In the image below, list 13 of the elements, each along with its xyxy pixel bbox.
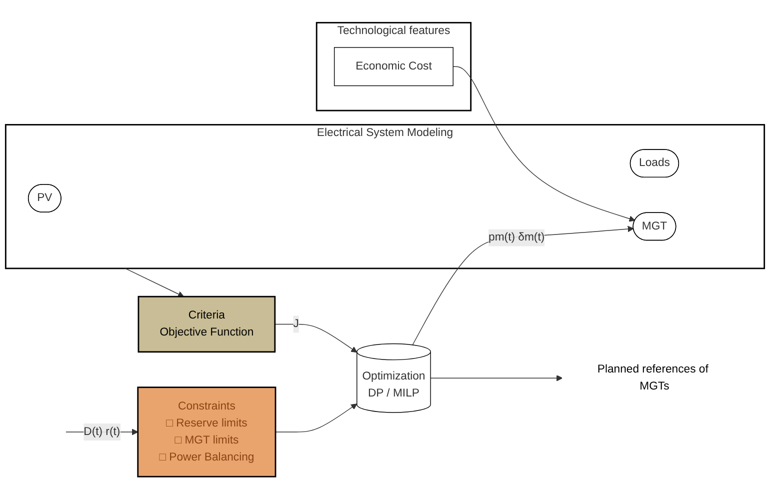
- arrow: [275, 404, 358, 433]
- arrow: [124, 268, 184, 298]
- arrow: [452, 66, 636, 222]
- edge-label: pm(t) δm(t): [488, 232, 545, 244]
- arrow: [274, 324, 358, 354]
- node-box: Criteria Objective Function: [138, 296, 276, 353]
- edge-label: J: [293, 318, 299, 330]
- node-box: Economic Cost: [334, 47, 454, 86]
- arrow: [412, 226, 634, 346]
- arrow: [430, 375, 563, 382]
- node-box: Constraints □ Reserve limits □ MGT limits □ Power Balancing: [137, 386, 276, 478]
- node-text: Planned references of MGTs: [597, 364, 708, 393]
- edge-label: D(t) r(t): [84, 426, 120, 438]
